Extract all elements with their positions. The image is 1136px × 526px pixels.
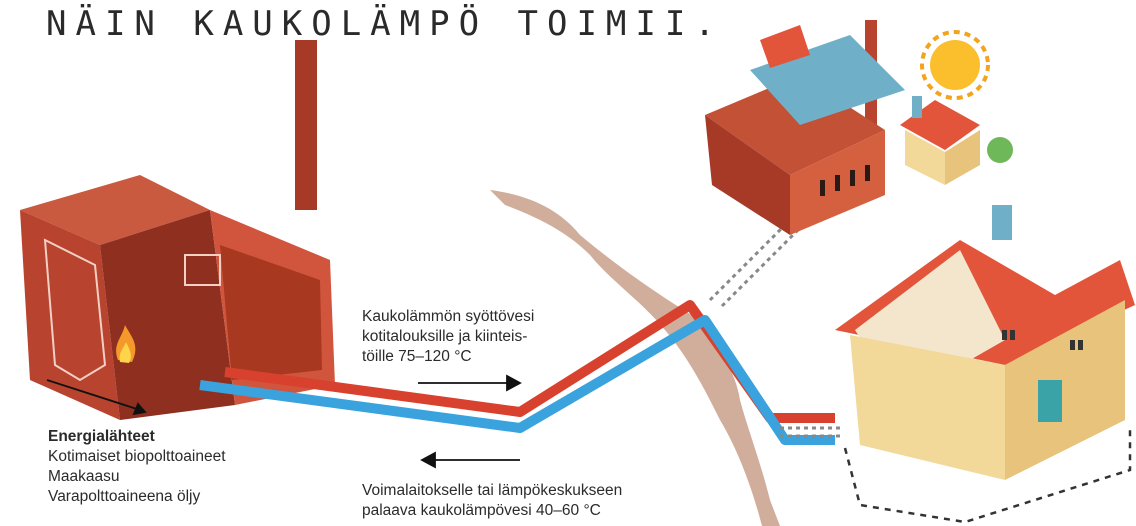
arrow-supply-head — [506, 374, 522, 392]
factory — [705, 20, 905, 235]
energy-source-item: Maakaasu — [48, 468, 120, 485]
return-pipe — [199, 315, 835, 445]
supply-label: Kaukolämmön syöttövesi kotitalouksille j… — [362, 307, 534, 367]
bush — [987, 137, 1013, 163]
supply-pipe — [224, 300, 835, 423]
boiler-outline — [43, 238, 107, 382]
supply-label-line: töille 75–120 °C — [362, 348, 472, 365]
energy-source-item: Varapolttoaineena öljy — [48, 488, 201, 505]
return-label: Voimalaitokselle tai lämpökeskukseen pal… — [362, 481, 622, 521]
page-title: NÄIN KAUKOLÄMPÖ TOIMII. — [46, 4, 724, 44]
residential-house — [835, 205, 1135, 524]
energy-source-item: Kotimaiset biopolttoaineet — [48, 448, 226, 465]
arrow-source-head — [132, 402, 147, 416]
supply-label-line: Kaukolämmön syöttövesi — [362, 308, 535, 325]
arrow-return-head — [420, 451, 436, 469]
small-house — [900, 96, 980, 185]
arrows — [46, 374, 522, 469]
energy-sources: Energialähteet Kotimaiset biopolttoainee… — [48, 427, 226, 507]
house-connection — [780, 426, 840, 438]
return-label-line: Voimalaitokselle tai lämpökeskukseen — [362, 482, 623, 499]
house-plot-dashes — [843, 430, 1132, 524]
supply-label-line: kotitalouksille ja kiinteis- — [362, 328, 528, 345]
power-plant — [20, 40, 335, 420]
energy-sources-heading: Energialähteet — [48, 428, 155, 445]
sun-icon — [920, 30, 990, 100]
return-label-line: palaava kaukolämpövesi 40–60 °C — [362, 502, 601, 519]
